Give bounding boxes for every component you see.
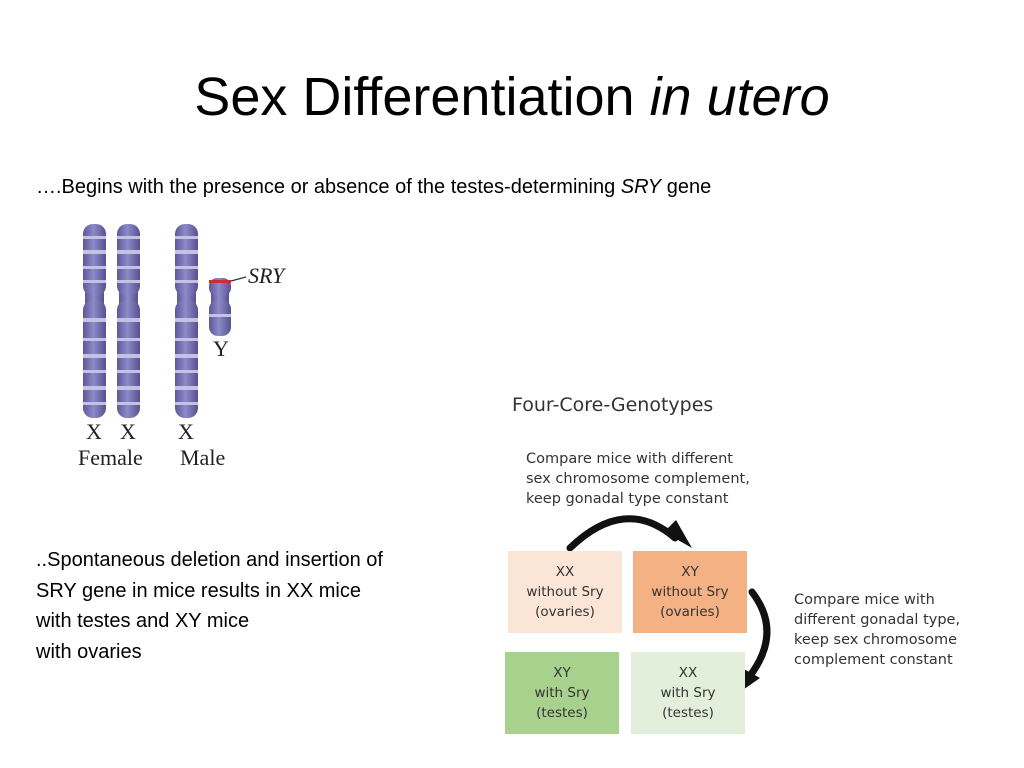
genotype-box-xy-no-sry: XY without Sry (ovaries) [633,551,747,633]
body-line-1: ..Spontaneous deletion and insertion of [36,549,383,571]
subtitle-suffix: gene [661,176,712,198]
box-sry: without Sry [526,584,604,600]
side-note: Compare mice with different gonadal type… [794,590,960,670]
subtitle: ….Begins with the presence or absence of… [36,175,711,199]
curved-arrow-top-head [664,520,692,548]
box-sry: with Sry [534,685,590,701]
curved-arrow-top [566,515,679,552]
box-sry: with Sry [660,685,716,701]
comparison-arrows [566,515,771,692]
subtitle-gene: SRY [620,176,662,198]
body-text: ..Spontaneous deletion and insertion of … [36,545,496,667]
title-main: Sex Differentiation [194,67,650,127]
curved-arrow-side-head [740,668,760,692]
side-note-line-3: keep sex chromosome [794,632,958,648]
y-label: Y [213,336,229,361]
x-label-female-1: X [86,419,102,444]
genotype-box-xx-sry: XX with Sry (testes) [631,652,745,734]
x-label-female-2: X [120,419,136,444]
box-genotype: XX [678,665,698,681]
top-note: Compare mice with different sex chromoso… [526,449,750,509]
box-genotype: XY [553,665,571,681]
box-genotype: XY [681,564,699,580]
female-label: Female [78,445,143,470]
x-chromosome-female-2 [117,224,140,418]
curved-arrow-side [741,588,771,686]
genotype-box-xx-no-sry: XX without Sry (ovaries) [508,551,622,633]
sry-pointer [230,276,247,282]
x-chromosome-male [175,224,198,418]
box-genotype: XX [555,564,575,580]
sry-label: SRY [248,263,285,288]
y-chromosome [209,278,231,336]
top-note-line-2: sex chromosome complement, [526,471,750,487]
box-sry: without Sry [651,584,729,600]
box-gonad: (testes) [662,705,714,721]
body-line-3: with testes and XY mice [36,610,250,632]
subtitle-prefix: ….Begins with the presence or absence of… [36,176,621,198]
box-gonad: (ovaries) [535,604,595,620]
top-note-line-3: keep gonadal type constant [526,491,729,507]
slide-title: Sex Differentiation in utero [0,62,1024,132]
side-note-line-2: different gonadal type, [794,612,961,628]
four-core-title: Four-Core-Genotypes [512,394,714,416]
box-gonad: (testes) [536,705,588,721]
body-line-2: SRY gene in mice results in XX mice [36,579,361,602]
x-label-male: X [178,419,194,444]
box-gonad: (ovaries) [660,604,720,620]
body-line-4: with ovaries [36,640,142,663]
title-italic: in utero [649,67,830,127]
male-label: Male [180,445,226,470]
chromosome-illustration [83,224,247,418]
sry-gene-marker [209,280,231,283]
genotype-box-xy-sry: XY with Sry (testes) [505,652,619,734]
top-note-line-1: Compare mice with different [526,451,733,467]
side-note-line-4: complement constant [794,652,953,668]
side-note-line-1: Compare mice with [794,592,935,608]
x-chromosome-female-1 [83,224,106,418]
